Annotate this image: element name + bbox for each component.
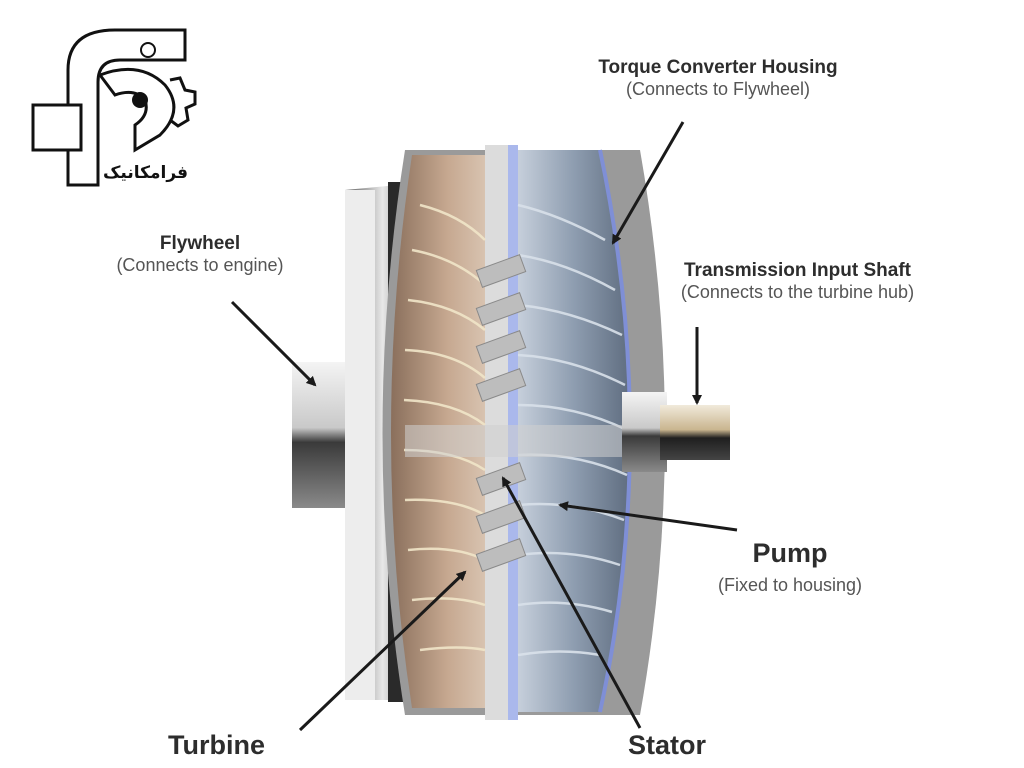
label-shaft: Transmission Input Shaft (Connects to th… — [630, 260, 965, 303]
transmission-input-shaft — [660, 405, 730, 460]
label-pump: Pump (Fixed to housing) — [690, 538, 890, 596]
label-stator: Stator — [628, 730, 706, 761]
label-pump-title: Pump — [690, 538, 890, 569]
brand-logo-text: فرامکانیک — [103, 163, 188, 183]
label-housing-title: Torque Converter Housing — [553, 57, 883, 79]
label-flywheel-subtitle: (Connects to engine) — [70, 255, 330, 276]
label-pump-subtitle: (Fixed to housing) — [690, 575, 890, 596]
flywheel-arrow — [232, 302, 315, 385]
label-turbine-title: Turbine — [168, 730, 265, 761]
label-housing: Torque Converter Housing (Connects to Fl… — [553, 57, 883, 100]
label-stator-title: Stator — [628, 730, 706, 761]
label-shaft-subtitle: (Connects to the turbine hub) — [630, 282, 965, 303]
label-turbine: Turbine — [168, 730, 265, 761]
label-shaft-title: Transmission Input Shaft — [630, 260, 965, 282]
label-flywheel-title: Flywheel — [70, 233, 330, 255]
label-flywheel: Flywheel (Connects to engine) — [70, 233, 330, 276]
label-housing-subtitle: (Connects to Flywheel) — [553, 79, 883, 100]
brand-logo — [33, 30, 195, 185]
